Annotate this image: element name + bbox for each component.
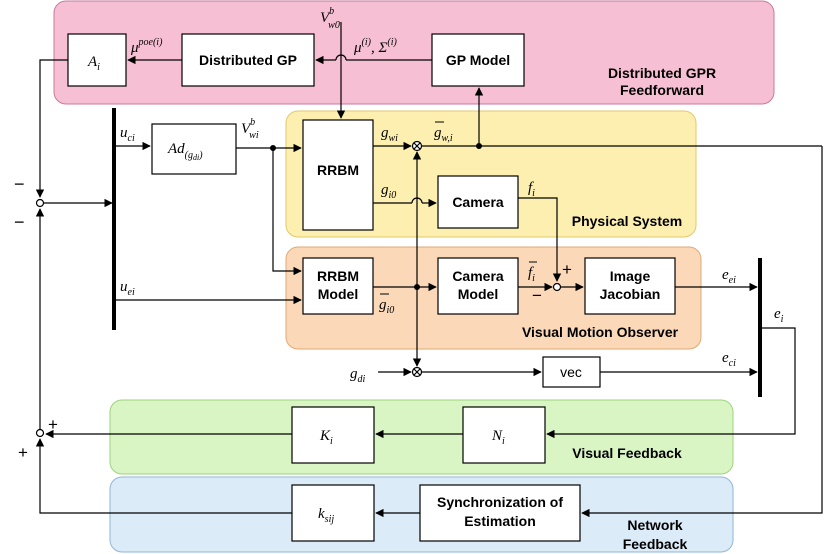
- visual-motion-observer-title: Visual Motion Observer: [522, 324, 679, 340]
- wire-ei-to-ni: [546, 327, 796, 439]
- wire-fi-to-sum: [518, 197, 562, 282]
- wire-ai-to-sum: [35, 59, 68, 198]
- ad-block-label: Ad(gdi): [167, 141, 203, 162]
- label-gbar-wi: gw,i: [434, 121, 453, 144]
- label-gi0: gi0: [381, 182, 396, 201]
- label-fbar-i: fi: [528, 261, 537, 284]
- sync-estimation-label-line2: Estimation: [464, 513, 536, 529]
- multiply-junction-gdi: [411, 366, 423, 378]
- wire-vwi-to-rrbm-model: [272, 148, 302, 276]
- sync-estimation-block: [419, 484, 581, 542]
- ni-label: Ni: [491, 428, 505, 447]
- rrbm-block: [302, 119, 374, 231]
- image-jacobian-label-line2: Jacobian: [600, 286, 661, 302]
- image-jacobian-block: [584, 257, 676, 315]
- sum-junction-top: [35, 198, 45, 208]
- camera-label: Camera: [452, 194, 504, 210]
- visual-feedback-region: [109, 399, 734, 475]
- sign-plus-network: +: [18, 443, 28, 462]
- wire-network-loop: [581, 146, 823, 518]
- label-gbar-i0: gi0: [379, 293, 394, 316]
- vec-label: vec: [560, 364, 582, 380]
- label-ei: ei: [774, 306, 784, 325]
- network-feedback-title-line2: Feedback: [623, 536, 688, 552]
- sync-estimation-label-line1: Synchronization of: [437, 494, 563, 510]
- rrbm-model-label-line1: RRBM: [317, 268, 359, 284]
- ksij-block: [291, 484, 375, 542]
- sign-minus-top: −: [14, 174, 25, 194]
- ai-block: [67, 33, 127, 87]
- label-uci: uci: [120, 125, 135, 144]
- multiply-junction-gwi: [411, 140, 423, 152]
- label-fi: fi: [528, 180, 535, 199]
- gpr-title-line2: Feedforward: [620, 82, 704, 98]
- sign-minus-bottom: −: [14, 212, 25, 232]
- svg-text:gw,i: gw,i: [434, 125, 453, 144]
- label-gdi: gdi: [350, 366, 366, 385]
- rrbm-model-label-line2: Model: [318, 286, 358, 302]
- camera-model-label-line2: Model: [458, 286, 498, 302]
- ai-block-label: Ai: [87, 54, 100, 73]
- sign-plus-kfb: +: [48, 415, 58, 434]
- label-uei: uei: [120, 279, 135, 298]
- sign-plus-fbar: +: [562, 260, 572, 279]
- ksij-label: ksij: [318, 506, 334, 525]
- camera-model-label-line1: Camera: [452, 268, 504, 284]
- label-eci: eci: [722, 350, 736, 369]
- physical-system-title: Physical System: [572, 213, 683, 229]
- label-gwi: gwi: [381, 125, 398, 144]
- camera-block: [437, 175, 519, 229]
- gpr-title-line1: Distributed GPR: [608, 65, 716, 81]
- rrbm-model-block: [302, 257, 374, 315]
- sum-junction-bottom: [35, 428, 45, 438]
- ad-block: [151, 123, 237, 175]
- sum-junction-fbar: [552, 282, 562, 292]
- svg-text:fi: fi: [528, 265, 535, 284]
- physical-system-region: [285, 110, 697, 238]
- label-eei: eei: [722, 267, 736, 286]
- visual-feedback-title: Visual Feedback: [572, 445, 682, 461]
- gp-model-label: GP Model: [446, 52, 510, 68]
- sign-minus-fbar: −: [532, 286, 542, 305]
- network-feedback-title-line1: Network: [627, 517, 682, 533]
- rrbm-label: RRBM: [317, 162, 359, 178]
- wire-ksij-to-sum: [35, 438, 292, 514]
- label-mu-sigma: μ(i), Σ(i): [353, 37, 398, 56]
- image-jacobian-label-line1: Image: [610, 268, 651, 284]
- distributed-gp-label: Distributed GP: [199, 52, 297, 68]
- ni-block: [462, 406, 546, 464]
- ki-block: [291, 406, 375, 464]
- label-mu-poe: μpoe(i): [130, 37, 163, 56]
- ki-label: Ki: [319, 428, 333, 447]
- svg-text:gi0: gi0: [379, 297, 394, 316]
- camera-model-block: [437, 257, 519, 315]
